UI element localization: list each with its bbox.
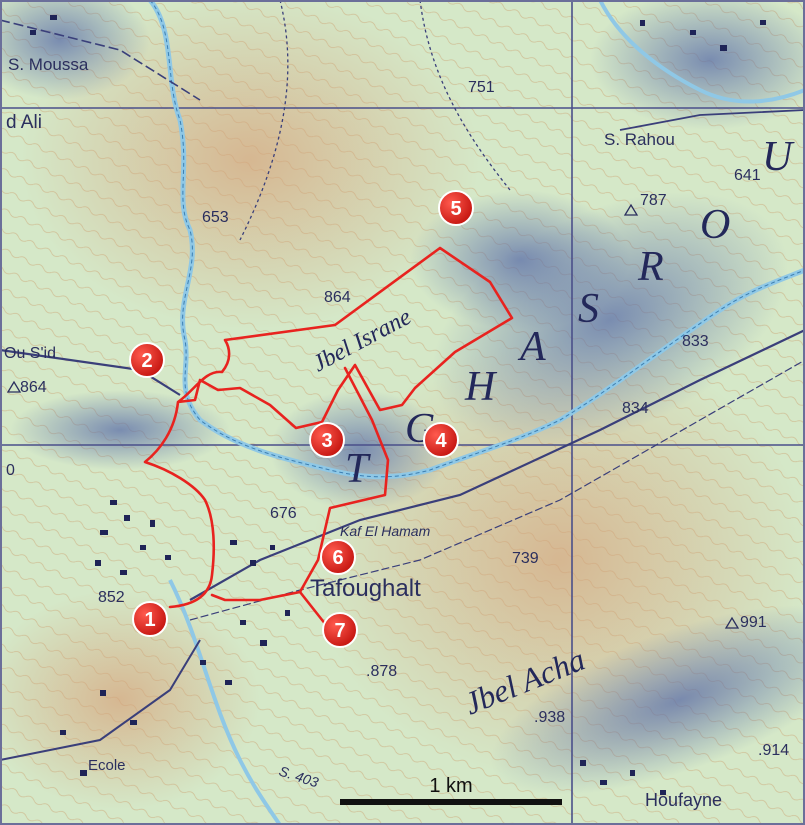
place-label-s-moussa: S. Moussa — [8, 55, 89, 74]
river-edge — [149, 0, 805, 478]
svg-text:H: H — [464, 364, 498, 410]
svg-text:4: 4 — [435, 430, 447, 452]
elevation-751: 751 — [468, 79, 495, 96]
svg-text:R: R — [637, 244, 664, 290]
elevation-864a: 864 — [324, 289, 351, 306]
svg-text:S: S — [578, 286, 599, 332]
place-label-houfayne: Houfayne — [645, 790, 722, 810]
svg-text:U: U — [762, 134, 795, 180]
elevation-991: 991 — [740, 614, 767, 631]
route-marker-7[interactable]: 7 — [322, 612, 358, 648]
elevation-834: 834 — [622, 400, 649, 417]
elevation-641: 641 — [734, 167, 761, 184]
svg-text:2: 2 — [141, 350, 152, 372]
svg-text:5: 5 — [450, 198, 461, 220]
elevation-878: .878 — [366, 663, 397, 680]
place-label-s-rahou: S. Rahou — [604, 130, 675, 149]
route-marker-3[interactable]: 3 — [309, 422, 345, 458]
route-marker-4[interactable]: 4 — [423, 422, 459, 458]
relief-shade — [0, 0, 150, 100]
road — [239, 0, 289, 241]
svg-text:7: 7 — [334, 620, 345, 642]
elevation-labels: 751 653 864 864 787 641 833 834 676 739 … — [6, 79, 789, 759]
road — [189, 329, 805, 601]
place-label-od-ali: d Ali — [6, 112, 42, 133]
relief-shade — [10, 390, 230, 470]
elevation-787: 787 — [640, 192, 667, 209]
road — [619, 109, 805, 131]
scale-bar-label: 1 km — [429, 775, 472, 797]
relief-shade — [270, 390, 450, 510]
svg-text:1: 1 — [144, 609, 155, 631]
elevation-833: 833 — [682, 333, 709, 350]
elevation-676: 676 — [270, 505, 297, 522]
route-marker-2[interactable]: 2 — [129, 342, 165, 378]
place-label-ecole: Ecole — [88, 757, 126, 774]
elevation-0: 0 — [6, 462, 15, 479]
elevation-852: 852 — [98, 589, 125, 606]
svg-text:A: A — [517, 324, 546, 370]
road — [0, 639, 201, 761]
svg-text:O: O — [700, 202, 730, 248]
place-label-kaf-el-hamam: Kaf El Hamam — [340, 523, 431, 539]
village-tafoughalt — [30, 15, 766, 795]
summit-triangle-icon — [623, 203, 639, 216]
elevation-914: .914 — [758, 742, 789, 759]
river — [168, 579, 282, 825]
terrain-zone — [20, 0, 480, 330]
route-marker-1[interactable]: 1 — [132, 601, 168, 637]
svg-text:T: T — [345, 446, 371, 492]
relief-shade — [590, 0, 805, 130]
relief-shade — [410, 190, 630, 330]
relief-shade — [490, 605, 805, 795]
summit-triangle-icon — [724, 616, 740, 629]
svg-text:3: 3 — [321, 430, 332, 452]
place-label-tafoughalt: Tafoughalt — [310, 575, 421, 602]
place-label-ou-sid: Ou S'id — [4, 345, 56, 362]
elevation-739: 739 — [512, 550, 539, 567]
road — [0, 19, 201, 101]
river — [598, 0, 805, 104]
elevation-653: 653 — [202, 209, 229, 226]
svg-text:6: 6 — [332, 547, 343, 569]
scale-bar: 1 km — [340, 775, 562, 805]
route-marker-6[interactable]: 6 — [320, 539, 356, 575]
elevation-938: .938 — [534, 709, 565, 726]
elevation-864b: 864 — [20, 379, 47, 396]
summit-triangle-icon — [6, 380, 22, 393]
route-marker-5[interactable]: 5 — [438, 190, 474, 226]
